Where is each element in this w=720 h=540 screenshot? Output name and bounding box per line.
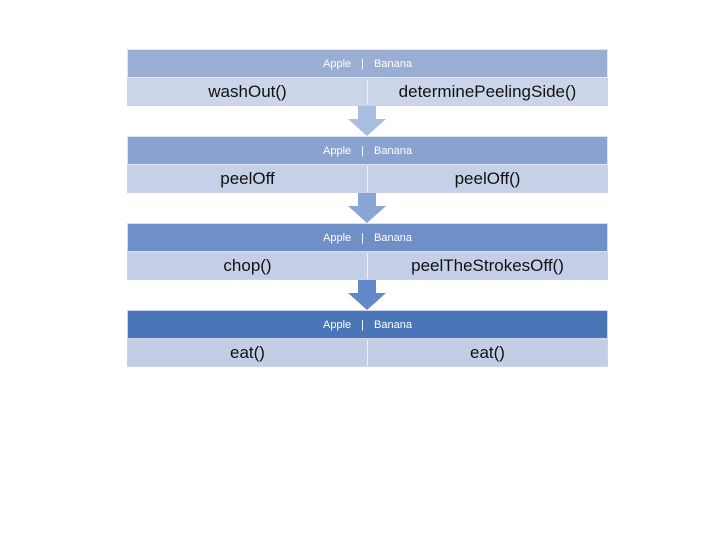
banana-action: peelTheStrokesOff() bbox=[411, 256, 564, 275]
header-banana-label: Banana bbox=[374, 231, 412, 244]
header-separator: | bbox=[361, 144, 365, 157]
step-header: Apple | Banana bbox=[127, 310, 608, 339]
apple-action: peelOff bbox=[128, 166, 368, 192]
step-header: Apple | Banana bbox=[127, 223, 608, 252]
arrow-3 bbox=[127, 280, 608, 310]
process-diagram: Apple | Banana washOut() determinePeelin… bbox=[127, 49, 608, 367]
step-header: Apple | Banana bbox=[127, 136, 608, 165]
apple-action: chop() bbox=[128, 253, 368, 279]
header-banana-label: Banana bbox=[374, 57, 412, 70]
process-step-4: Apple | Banana eat() eat() bbox=[127, 310, 608, 367]
header-apple-label: Apple bbox=[323, 318, 352, 331]
header-separator: | bbox=[361, 57, 365, 70]
down-arrow-icon bbox=[348, 193, 386, 223]
header-apple-label: Apple bbox=[323, 57, 352, 70]
banana-action: determinePeelingSide() bbox=[398, 82, 577, 101]
process-step-2: Apple | Banana peelOff peelOff() bbox=[127, 136, 608, 193]
header-banana-label: Banana bbox=[374, 318, 412, 331]
apple-action: washOut() bbox=[128, 79, 368, 105]
step-body: chop() peelTheStrokesOff() bbox=[127, 252, 608, 280]
step-body: peelOff peelOff() bbox=[127, 165, 608, 193]
process-step-1: Apple | Banana washOut() determinePeelin… bbox=[127, 49, 608, 106]
apple-action: eat() bbox=[128, 340, 368, 366]
step-body: washOut() determinePeelingSide() bbox=[127, 78, 608, 106]
process-step-3: Apple | Banana chop() peelTheStrokesOff(… bbox=[127, 223, 608, 280]
header-separator: | bbox=[361, 318, 365, 331]
banana-action: eat() bbox=[470, 343, 505, 362]
down-arrow-icon bbox=[348, 280, 386, 310]
header-banana-label: Banana bbox=[374, 144, 412, 157]
header-apple-label: Apple bbox=[323, 144, 352, 157]
down-arrow-icon bbox=[348, 106, 386, 136]
arrow-1 bbox=[127, 106, 608, 136]
arrow-2 bbox=[127, 193, 608, 223]
step-body: eat() eat() bbox=[127, 339, 608, 367]
header-apple-label: Apple bbox=[323, 231, 352, 244]
step-header: Apple | Banana bbox=[127, 49, 608, 78]
banana-action: peelOff() bbox=[454, 169, 521, 188]
header-separator: | bbox=[361, 231, 365, 244]
